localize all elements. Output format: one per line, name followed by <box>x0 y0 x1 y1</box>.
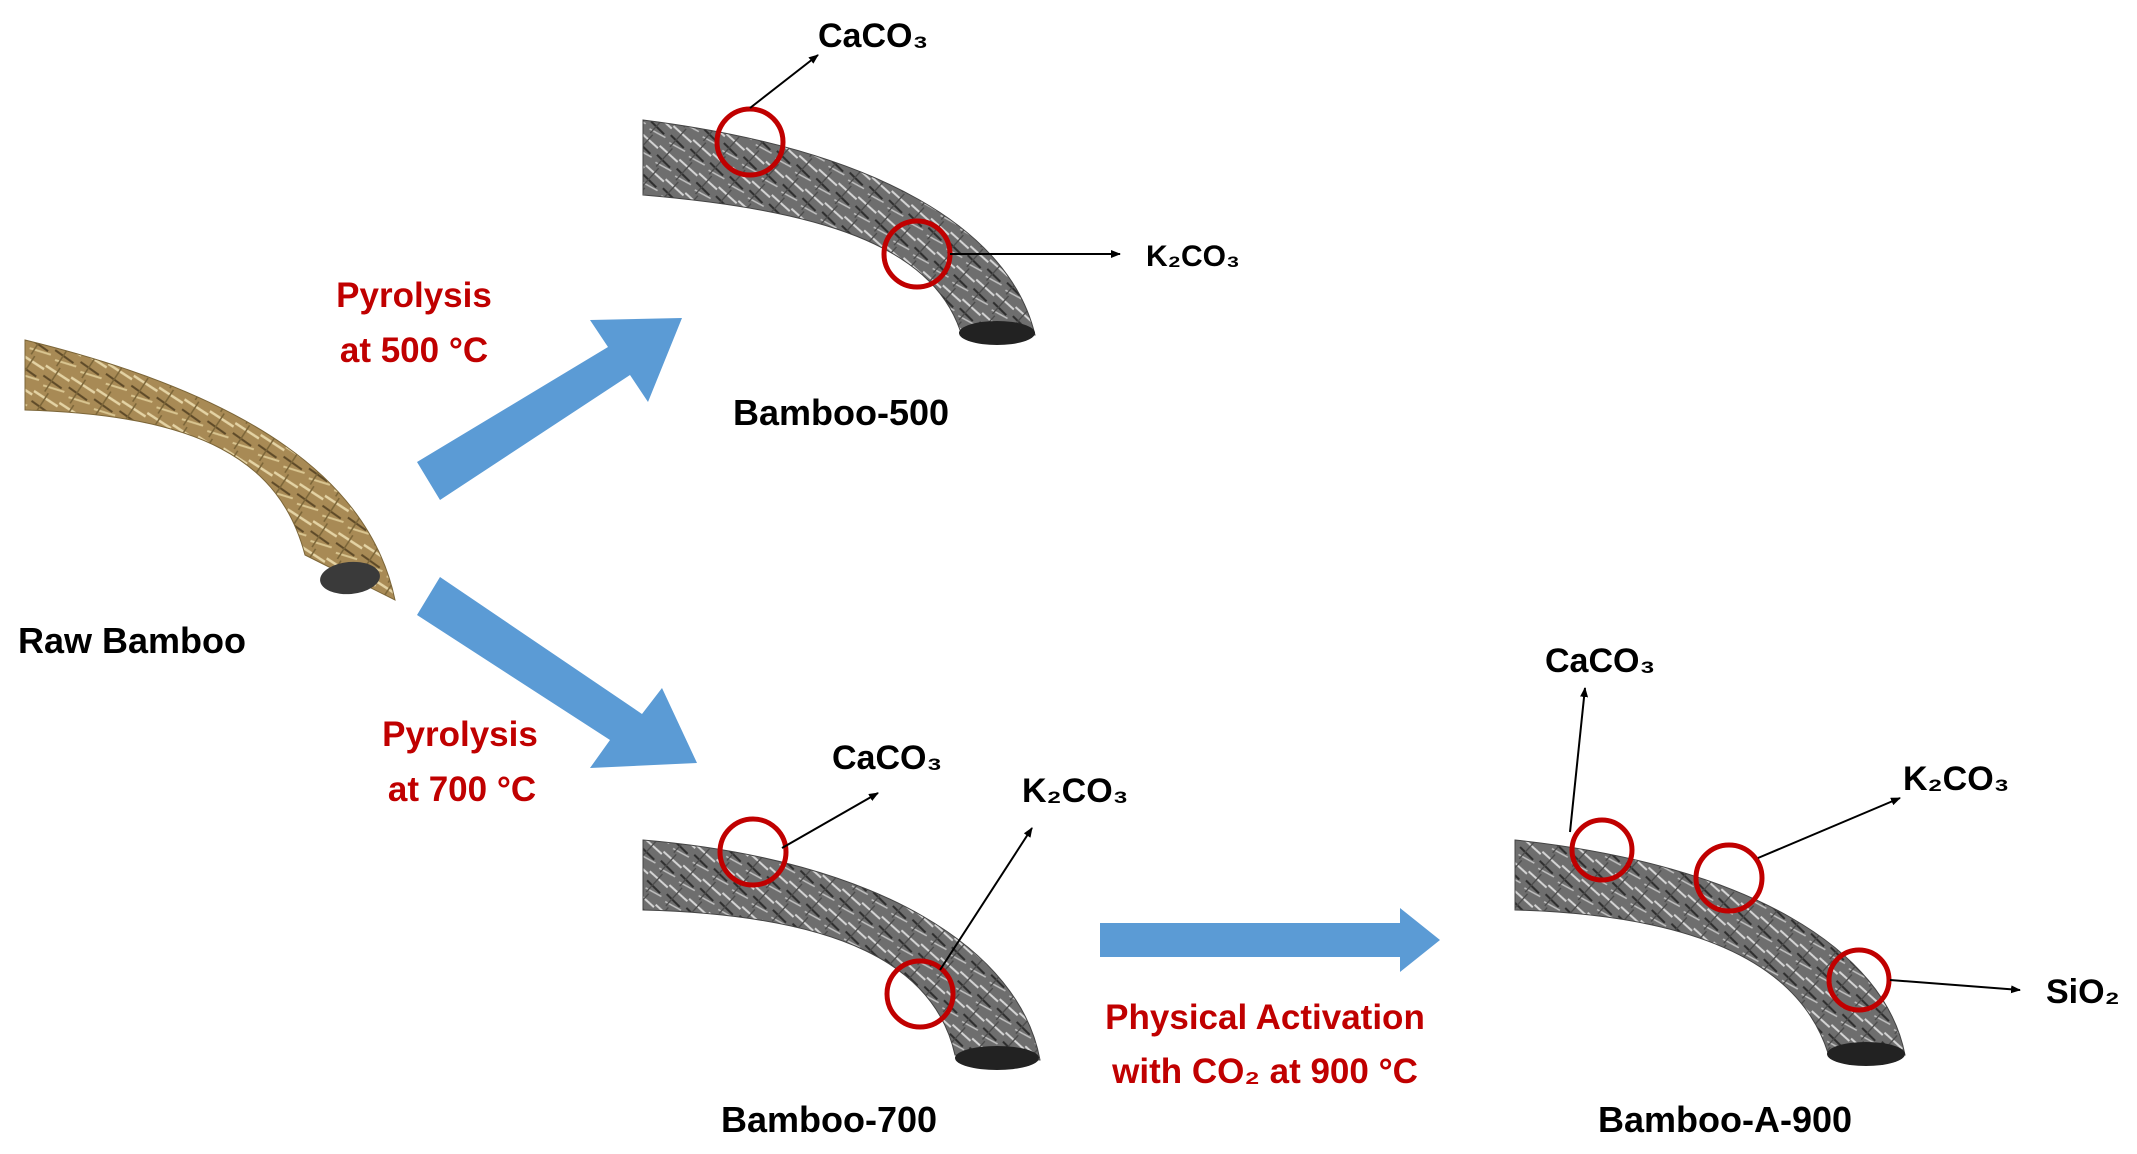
arrow-to-bamboo-500 <box>417 318 682 500</box>
b500-k2co3-label: K₂CO₃ <box>1146 240 1240 273</box>
bamboo-500-label: Bamboo-500 <box>733 392 949 433</box>
ba900-caco3-pointer <box>1569 687 1589 833</box>
ba900-caco3-label: CaCO₃ <box>1545 642 1655 680</box>
b500-caco3-pointer <box>749 54 819 109</box>
pyrolysis-700-line2: at 700 °C <box>388 770 536 809</box>
arrow-to-bamboo-700 <box>417 577 697 768</box>
b700-caco3-pointer <box>781 792 879 849</box>
b700-k2co3-pointer <box>939 827 1033 971</box>
bamboo-a-900-label: Bamboo-A-900 <box>1598 1099 1852 1140</box>
ba900-sio2-label: SiO₂ <box>2046 973 2120 1011</box>
arrow-to-bamboo-a-900 <box>1100 908 1440 972</box>
ba900-sio2-pointer <box>1889 979 2021 994</box>
ba900-k2co3-label: K₂CO₃ <box>1903 760 2009 798</box>
raw-bamboo-tube <box>24 339 396 601</box>
pyrolysis-700-line1: Pyrolysis <box>382 715 538 754</box>
b500-caco3-label: CaCO₃ <box>818 17 928 55</box>
bamboo-700-label: Bamboo-700 <box>721 1099 937 1140</box>
pyrolysis-500-line1: Pyrolysis <box>336 276 492 315</box>
bamboo-700-tube <box>642 839 1041 1070</box>
b700-k2co3-circle <box>884 958 956 1030</box>
b500-caco3-circle <box>714 106 786 178</box>
activation-line1: Physical Activation <box>1105 998 1425 1037</box>
ba900-caco3-circle <box>1569 817 1635 883</box>
b700-caco3-circle <box>717 816 789 888</box>
bamboo-500-tube <box>642 119 1036 345</box>
ba900-sio2-circle <box>1826 947 1892 1013</box>
ba900-k2co3-circle <box>1693 842 1765 914</box>
b700-k2co3-label: K₂CO₃ <box>1022 772 1128 810</box>
b700-caco3-label: CaCO₃ <box>832 739 942 777</box>
bamboo-a-900-tube <box>1514 839 1906 1066</box>
activation-line2: with CO₂ at 900 °C <box>1111 1052 1418 1091</box>
raw-bamboo-label: Raw Bamboo <box>18 620 246 661</box>
pyrolysis-500-line2: at 500 °C <box>340 331 488 370</box>
ba900-k2co3-pointer <box>1757 797 1901 859</box>
